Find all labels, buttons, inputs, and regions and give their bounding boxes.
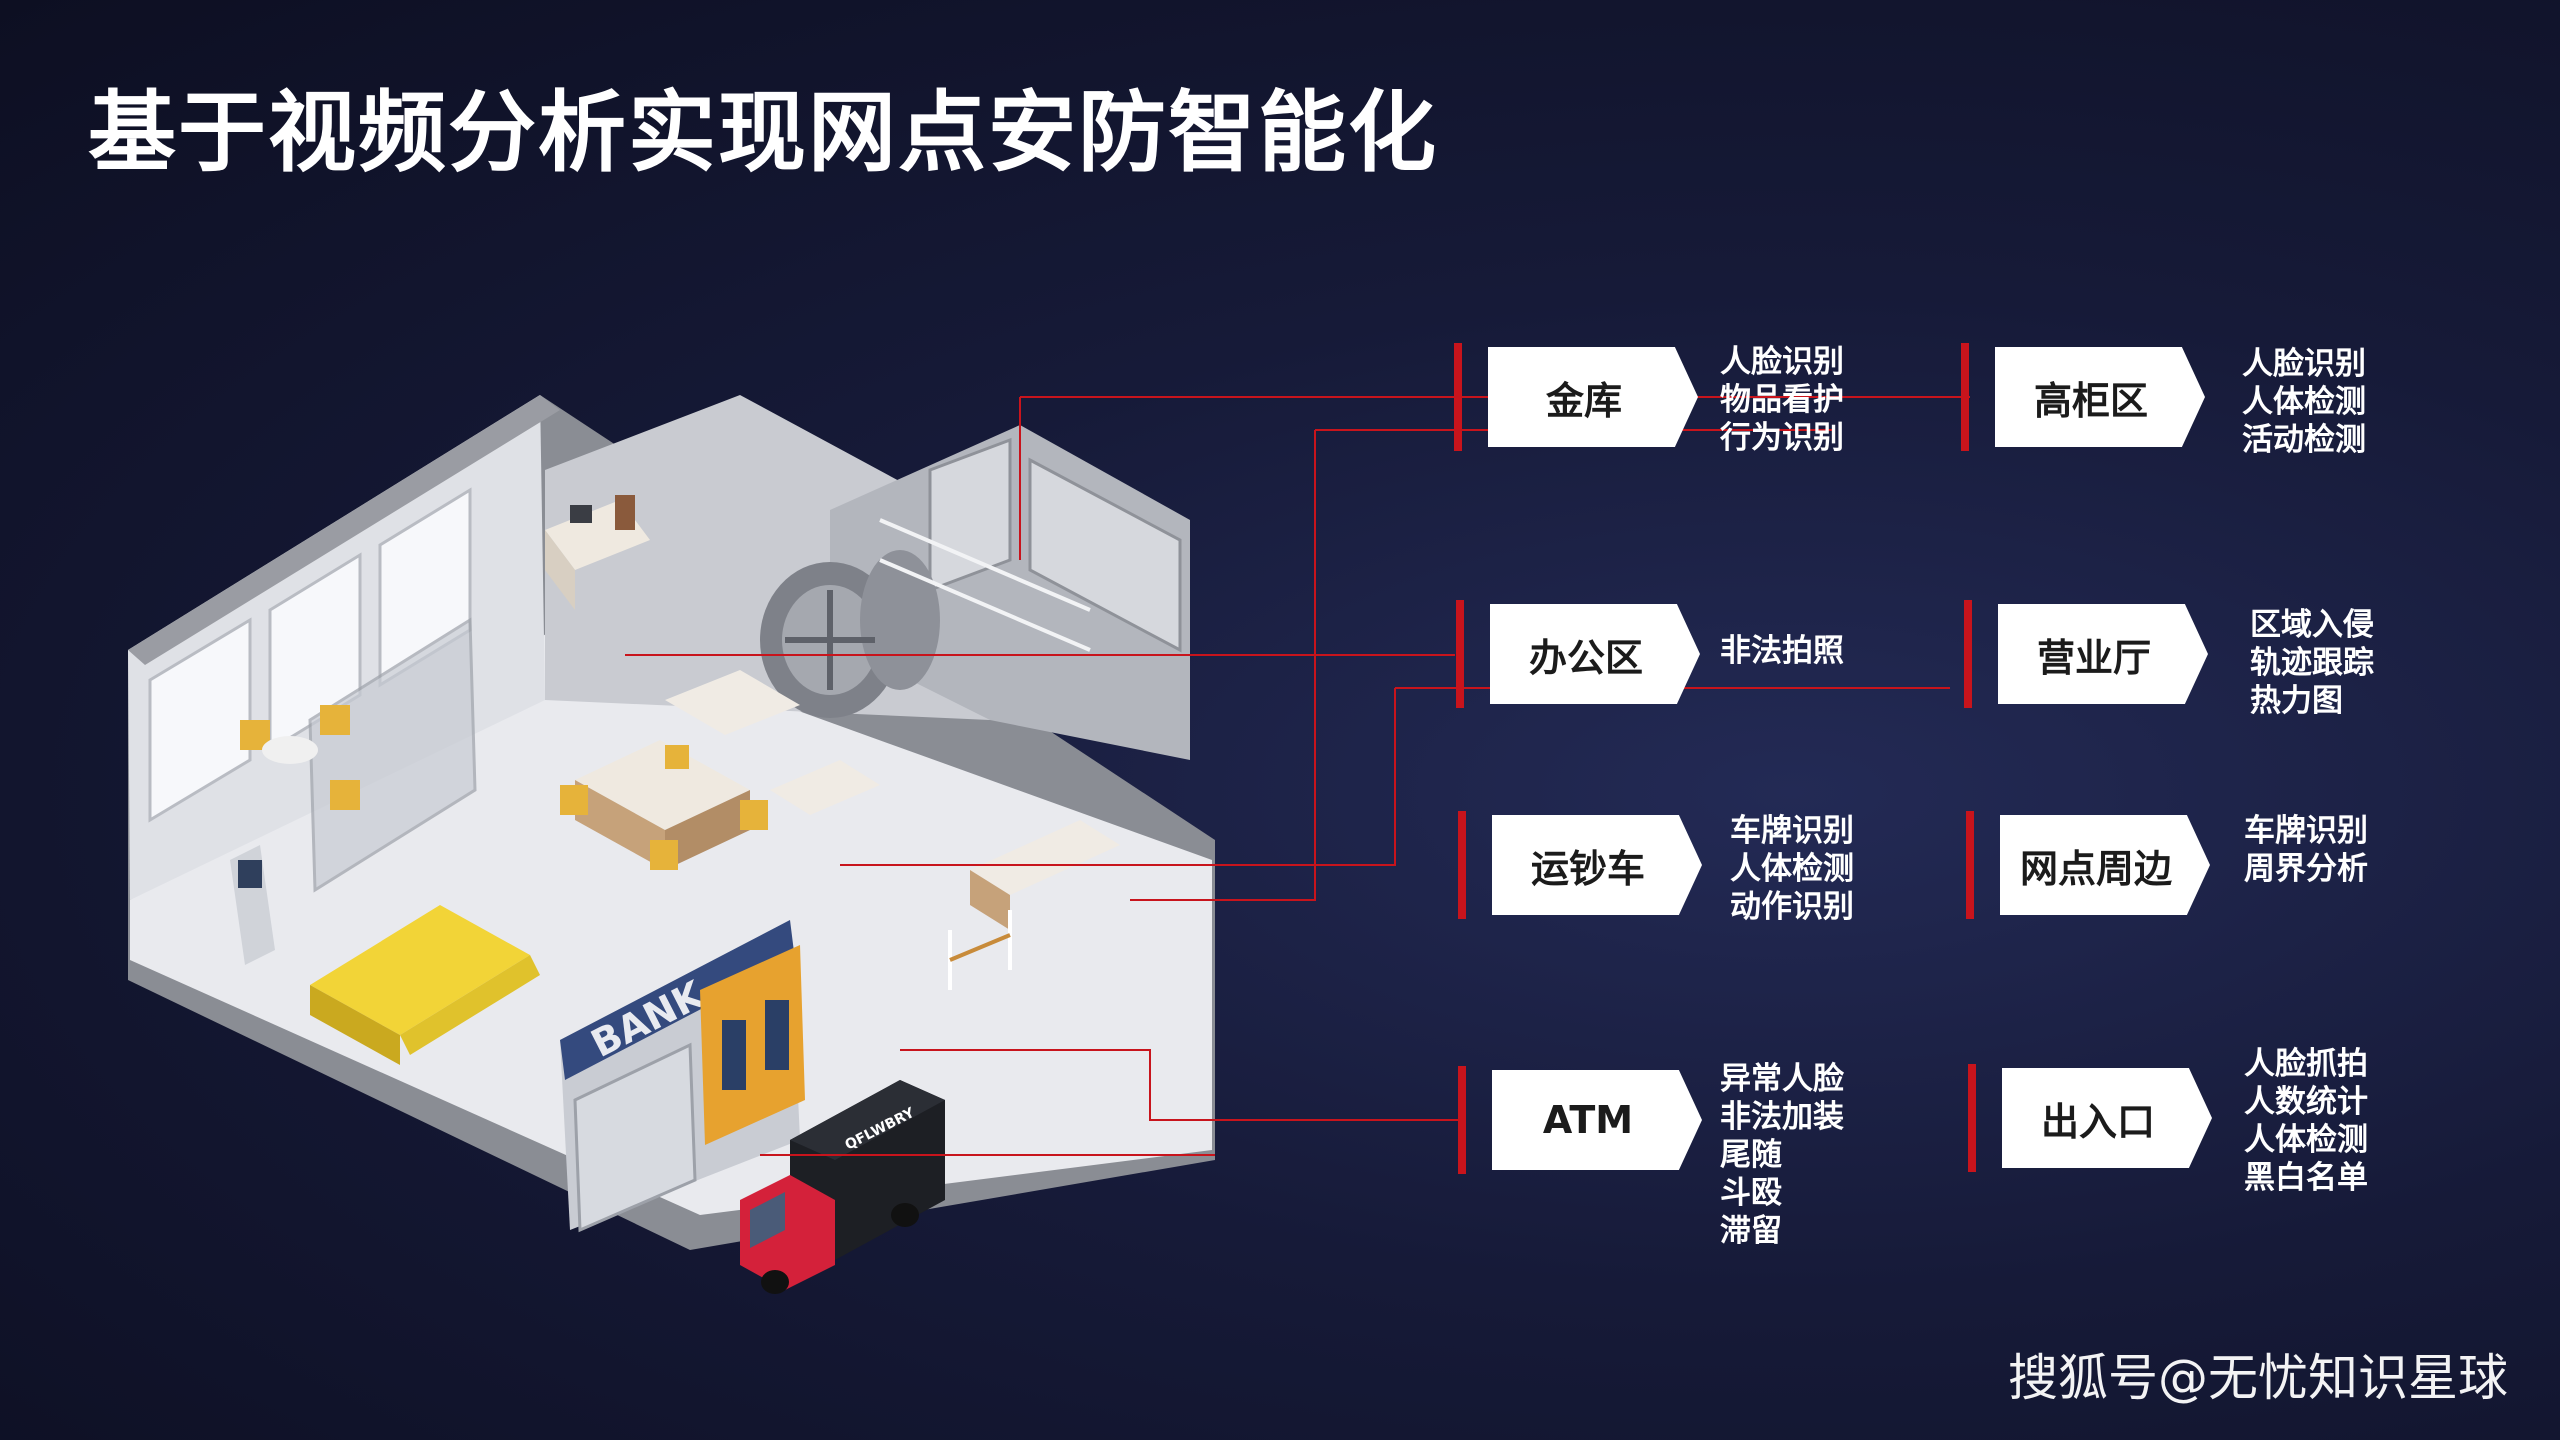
office-desk: [545, 495, 650, 610]
glass-partition: [308, 617, 477, 893]
feature-item: 物品看护: [1720, 382, 1844, 418]
category-label: 运钞车: [1530, 846, 1645, 891]
category-box: 营业厅: [1998, 604, 2208, 704]
watermark: 搜狐号@无忧知识星球: [2008, 1349, 2508, 1407]
feature-item: 车牌识别: [2244, 813, 2368, 849]
accent-bar: [1454, 343, 1462, 451]
accent-bar: [1966, 811, 1974, 919]
accent-bar: [1961, 343, 1969, 451]
feature-item: 车牌识别: [1730, 813, 1854, 849]
feature-item: 人数统计: [2244, 1084, 2368, 1120]
category-label: 办公区: [1528, 635, 1643, 680]
category-box: ATM: [1492, 1070, 1702, 1170]
features-atm: 异常人脸 非法加装 尾随 斗殴 滞留: [1720, 1060, 1844, 1250]
feature-item: 人脸识别: [2242, 346, 2366, 382]
feature-item: 人体检测: [1730, 851, 1854, 887]
category-atm: ATM: [1458, 1066, 1702, 1174]
feature-item: 区域入侵: [2250, 607, 2374, 643]
features-cash-truck: 车牌识别 人体检测 动作识别: [1730, 812, 1854, 926]
features-perimeter: 车牌识别 周界分析: [2244, 812, 2368, 888]
features-business-hall: 区域入侵 轨迹跟踪 热力图: [2250, 606, 2374, 720]
features-office: 非法拍照: [1720, 632, 1844, 670]
category-label: 网点周边: [2019, 846, 2172, 891]
feature-item: 黑白名单: [2244, 1160, 2368, 1196]
category-label: 高柜区: [2033, 378, 2148, 423]
leader-lines: [625, 396, 1970, 1156]
category-perimeter: 网点周边: [1966, 811, 2210, 919]
feature-item: 非法拍照: [1720, 633, 1844, 669]
kiosk: [230, 845, 275, 965]
feature-item: 活动检测: [2242, 422, 2366, 458]
page-title: 基于视频分析实现网点安防智能化: [88, 81, 1439, 184]
features-vault: 人脸识别 物品看护 行为识别: [1720, 343, 1844, 457]
feature-item: 人体检测: [2244, 1122, 2368, 1158]
category-box: 高柜区: [1995, 347, 2205, 447]
feature-item: 行为识别: [1720, 420, 1844, 456]
queue-posts: [948, 910, 1012, 990]
feature-item: 热力图: [2250, 683, 2343, 719]
accent-bar: [1458, 1066, 1466, 1174]
category-vault: 金库: [1454, 343, 1698, 451]
feature-item: 轨迹跟踪: [2250, 645, 2374, 681]
feature-item: 人体检测: [2242, 384, 2366, 420]
counters: [575, 670, 1120, 930]
cash-truck: QFLWBRY: [740, 1080, 945, 1294]
features-entrance: 人脸抓拍 人数统计 人体检测 黑白名单: [2244, 1045, 2368, 1197]
wall-top-left: [128, 395, 560, 665]
features-high-counter: 人脸识别 人体检测 活动检测: [2242, 345, 2366, 459]
category-box: 运钞车: [1492, 815, 1702, 915]
category-box: 金库: [1488, 347, 1698, 447]
feature-item: 尾随: [1720, 1137, 1782, 1173]
feature-item: 动作识别: [1730, 889, 1854, 925]
feature-item: 异常人脸: [1720, 1061, 1844, 1097]
feature-item: 周界分析: [2244, 851, 2368, 887]
accent-bar: [1456, 600, 1464, 708]
feature-item: 非法加装: [1720, 1099, 1844, 1135]
accent-bar: [1968, 1064, 1976, 1172]
vault-shelves: [928, 437, 1182, 653]
category-box: 出入口: [2002, 1068, 2212, 1168]
category-label: 出入口: [2040, 1099, 2155, 1144]
lounge-chairs: [240, 705, 360, 810]
feature-item: 斗殴: [1720, 1175, 1782, 1211]
category-label: 金库: [1545, 378, 1622, 423]
category-entrance: 出入口: [1968, 1064, 2212, 1172]
category-business-hall: 营业厅: [1964, 600, 2208, 708]
desk-chairs: [560, 745, 768, 870]
category-high-counter: 高柜区: [1961, 343, 2205, 451]
category-label: 营业厅: [2036, 635, 2151, 680]
feature-item: 人脸抓拍: [2244, 1046, 2368, 1082]
category-cash-truck: 运钞车: [1458, 811, 1702, 919]
category-box: 办公区: [1490, 604, 1700, 704]
feature-item: 人脸识别: [1720, 344, 1844, 380]
category-box: 网点周边: [2000, 815, 2210, 915]
category-office: 办公区: [1456, 600, 1700, 708]
vault-railing: [879, 518, 1091, 652]
feature-item: 滞留: [1720, 1213, 1782, 1249]
accent-bar: [1964, 600, 1972, 708]
sofa: [310, 905, 540, 1065]
category-label: ATM: [1542, 1098, 1634, 1142]
accent-bar: [1458, 811, 1466, 919]
